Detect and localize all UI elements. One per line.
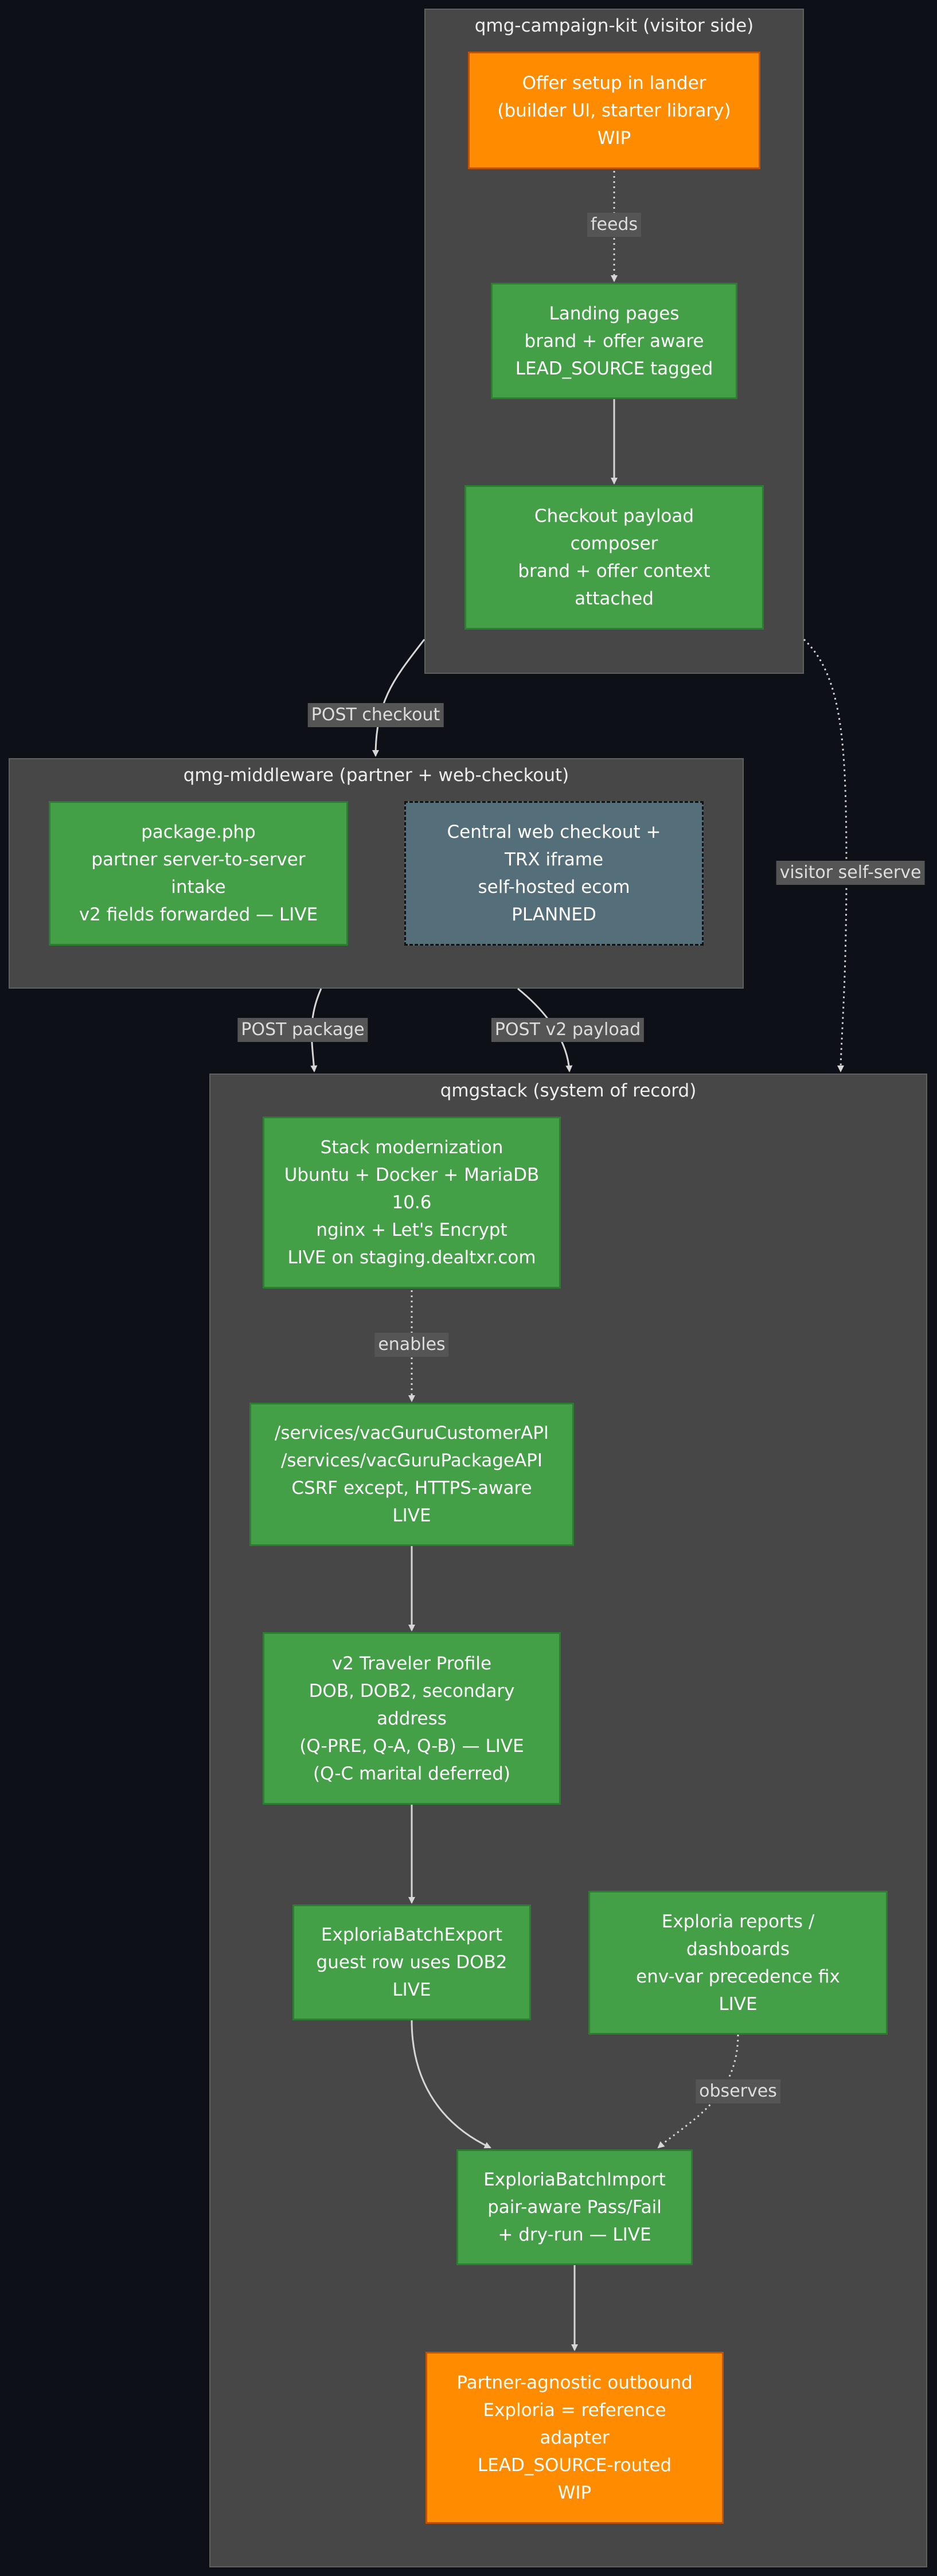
node-line: adapter [540,2427,610,2448]
node-traveler-profile[interactable]: v2 Traveler Profile DOB, DOB2, secondary… [263,1632,561,1805]
node-batch-import[interactable]: ExploriaBatchImport pair-aware Pass/Fail… [456,2149,693,2265]
edge-observes [657,2034,739,2149]
node-line: LEAD_SOURCE tagged [515,358,713,379]
node-batch-export[interactable]: ExploriaBatchExport guest row uses DOB2 … [292,1904,531,2020]
node-line: Offer setup in lander [522,72,706,93]
node-line: guest row uses DOB2 [316,1952,507,1973]
edge-label-post-package: POST package [237,1018,368,1042]
node-landing-pages[interactable]: Landing pages brand + offer aware LEAD_S… [491,283,737,399]
node-line: brand + offer aware [524,330,704,352]
cluster-title: qmgstack (system of record) [440,1080,697,1101]
node-line: LIVE [392,1980,431,2000]
cluster-title: qmg-campaign-kit (visitor side) [474,15,754,36]
cluster-title: qmg-middleware (partner + web-checkout) [183,765,569,786]
node-line: WIP [557,2483,592,2503]
node-line: LIVE on staging.dealtxr.com [287,1247,536,1268]
node-line: self-hosted ecom [478,877,630,897]
node-services-api[interactable]: /services/vacGuruCustomerAPI /services/v… [249,1403,574,1546]
node-line: Partner-agnostic outbound [456,2372,693,2393]
edge-label-feeds: feeds [587,213,642,237]
node-central-checkout[interactable]: Central web checkout + TRX iframe self-h… [404,801,704,946]
edge-label-enables: enables [374,1333,449,1357]
node-line: nginx + Let's Encrypt [316,1220,507,1240]
node-line: DOB, DOB2, secondary [309,1680,515,1701]
node-line: PLANNED [512,904,596,925]
node-line: Ubuntu + Docker + MariaDB [284,1165,540,1185]
node-line: ExploriaBatchExport [321,1925,503,1945]
node-outbound[interactable]: Partner-agnostic outbound Exploria = ref… [425,2352,724,2524]
node-line: LEAD_SOURCE-routed [477,2455,672,2476]
node-line: (Q-C marital deferred) [313,1763,511,1784]
node-line: intake [171,877,226,897]
node-line: v2 fields forwarded — LIVE [79,904,318,925]
node-line: Exploria = reference [483,2400,666,2421]
cluster-qmgstack: qmgstack (system of record) [209,1074,927,2567]
node-line: package.php [141,822,256,842]
node-line: address [377,1708,447,1729]
node-line: env-var precedence fix [636,1966,840,1987]
node-line: LIVE [719,1993,758,2015]
node-line: LIVE [392,1505,431,1526]
edge-label-observes: observes [696,2079,780,2103]
node-line: ExploriaBatchImport [483,2169,666,2190]
node-line: partner server-to-server [91,849,306,870]
node-line: CSRF except, HTTPS-aware [291,1478,532,1498]
node-line: Checkout payload [534,506,694,526]
node-checkout-payload[interactable]: Checkout payload composer brand + offer … [464,485,764,630]
node-line: + dry-run — LIVE [498,2224,651,2245]
node-line: composer [570,533,658,554]
node-line: 10.6 [392,1192,432,1213]
edge-post-checkout [372,639,425,757]
node-line: Stack modernization [320,1137,503,1158]
edge-label-post-checkout: POST checkout [307,703,444,727]
node-reports[interactable]: Exploria reports / dashboards env-var pr… [588,1891,888,2035]
node-offer-setup[interactable]: Offer setup in lander (builder UI, start… [468,52,760,169]
node-line: Exploria reports / [661,1911,815,1932]
node-line: attached [575,588,654,609]
node-line: /services/vacGuruCustomerAPI [274,1423,549,1443]
node-line: Central web checkout + [447,822,661,842]
edge-export-to-import [411,2020,491,2149]
node-line: v2 Traveler Profile [331,1653,492,1674]
node-line: brand + offer context [518,561,710,581]
node-stack-modernization[interactable]: Stack modernization Ubuntu + Docker + Ma… [263,1117,561,1289]
edge-visitor-self-serve [803,638,848,1072]
node-line: pair-aware Pass/Fail [487,2197,662,2218]
node-line: Landing pages [549,303,680,324]
node-line: WIP [597,127,631,149]
node-package-php[interactable]: package.php partner server-to-server int… [49,801,348,946]
node-line: /services/vacGuruPackageAPI [280,1450,543,1471]
edge-label-post-v2-payload: POST v2 payload [491,1018,645,1042]
node-line: TRX iframe [504,849,604,870]
node-line: (builder UI, starter library) [497,100,731,121]
node-line: (Q-PRE, Q-A, Q-B) — LIVE [299,1735,524,1757]
edge-label-visitor-self-serve: visitor self-serve [776,861,925,885]
node-line: dashboards [686,1938,790,1960]
